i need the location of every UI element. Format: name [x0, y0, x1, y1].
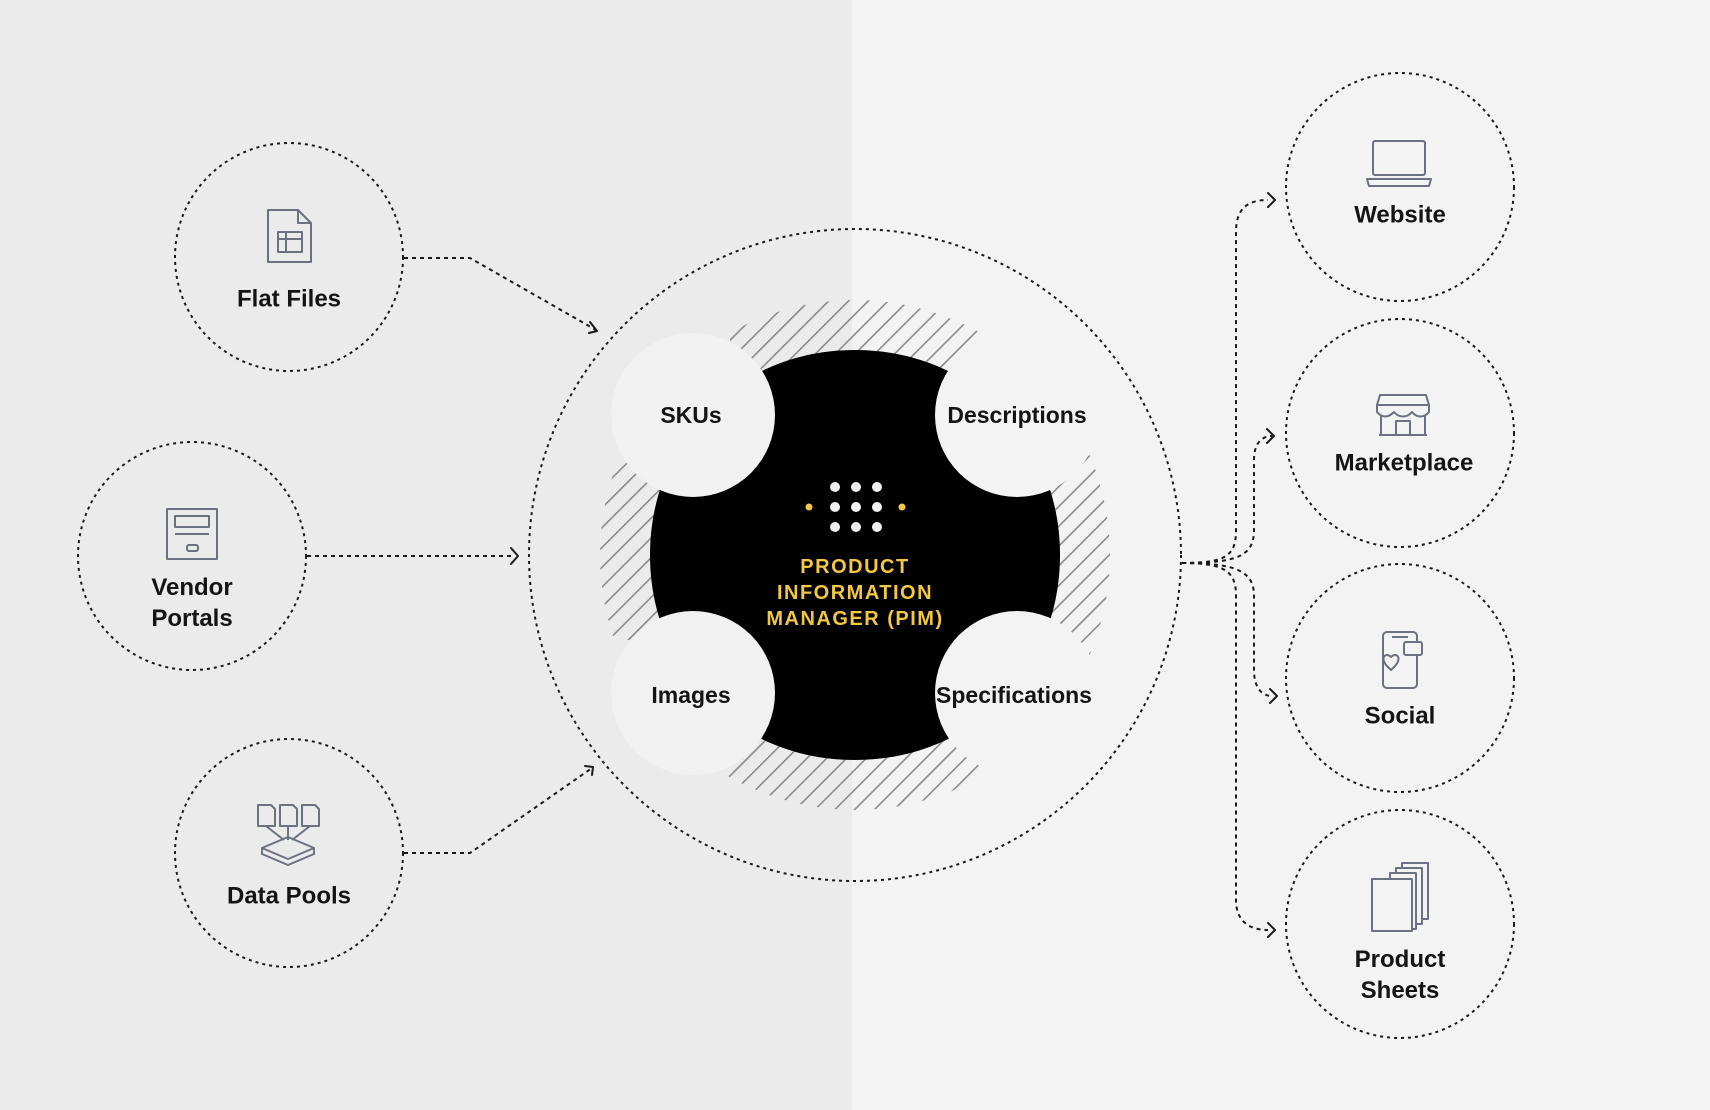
output-node-website — [1285, 72, 1515, 302]
arrowhead-website — [1267, 192, 1276, 208]
phone-social-icon — [1382, 631, 1423, 689]
arrowhead-data-pools — [584, 765, 594, 776]
arrowhead-product-sheets — [1267, 922, 1276, 938]
pim-title-line-3: MANAGER (PIM) — [766, 608, 944, 630]
hub-outline — [528, 228, 1182, 882]
arrowhead-vendor-portals — [510, 547, 519, 565]
arrowhead-social — [1269, 688, 1278, 704]
connector-flat-files — [404, 257, 597, 331]
storefront-icon — [1376, 394, 1430, 436]
pim-title: PRODUCT INFORMATION MANAGER (PIM) — [766, 554, 943, 632]
output-node-product-sheets — [1285, 809, 1515, 1039]
arrowhead-flat-files — [588, 321, 598, 334]
source-label-data-pools: Data Pools — [227, 880, 351, 911]
source-node-flat-files — [174, 142, 404, 372]
output-label-product-sheets-line-1: Product — [1354, 945, 1446, 973]
output-label-website-line-1: Website — [1354, 201, 1446, 229]
source-label-vendor-portals-line-2: Portals — [151, 605, 233, 632]
connector-data-pools — [404, 767, 593, 854]
source-label-vendor-portals-line-1: Vendor — [151, 573, 233, 601]
output-label-marketplace-line-1: Marketplace — [1334, 449, 1474, 477]
connector-website — [1181, 199, 1269, 564]
attribute-label-descriptions: Descriptions — [947, 402, 1087, 429]
output-label-social-line-1: Social — [1364, 702, 1436, 730]
pim-title-line-2: INFORMATION — [776, 582, 934, 604]
connector-marketplace — [1181, 435, 1273, 564]
dot-grid-icon — [805, 482, 906, 532]
output-label-marketplace: Marketplace — [1335, 447, 1474, 478]
output-node-social — [1285, 563, 1515, 793]
laptop-icon — [1366, 140, 1432, 187]
connector-social — [1181, 562, 1273, 697]
output-label-product-sheets: Product Sheets — [1355, 944, 1446, 1006]
spreadsheet-file-icon — [267, 209, 312, 263]
attribute-label-specifications: Specifications — [936, 682, 1092, 709]
data-pool-icon — [257, 804, 320, 866]
pim-title-line-1: PRODUCT — [800, 556, 910, 578]
source-label-flat-files: Flat Files — [237, 283, 341, 314]
pim-core — [611, 333, 1099, 775]
source-node-data-pools — [174, 738, 404, 968]
stacked-sheets-icon — [1371, 862, 1429, 932]
connector-product-sheets — [1181, 562, 1269, 931]
source-label-flat-files-line-1: Flat Files — [236, 285, 342, 313]
arrowhead-marketplace — [1266, 428, 1275, 444]
portal-window-icon — [166, 508, 218, 560]
source-node-vendor-portals — [77, 441, 307, 671]
output-node-marketplace — [1285, 318, 1515, 548]
attribute-label-images: Images — [651, 682, 731, 709]
output-label-social: Social — [1365, 700, 1436, 731]
source-label-vendor-portals: Vendor Portals — [151, 572, 232, 634]
attribute-label-skus: SKUs — [660, 402, 722, 429]
output-label-website: Website — [1354, 199, 1446, 230]
source-label-data-pools-line-1: Data Pools — [226, 882, 352, 910]
output-label-product-sheets-line-2: Sheets — [1360, 977, 1440, 1004]
